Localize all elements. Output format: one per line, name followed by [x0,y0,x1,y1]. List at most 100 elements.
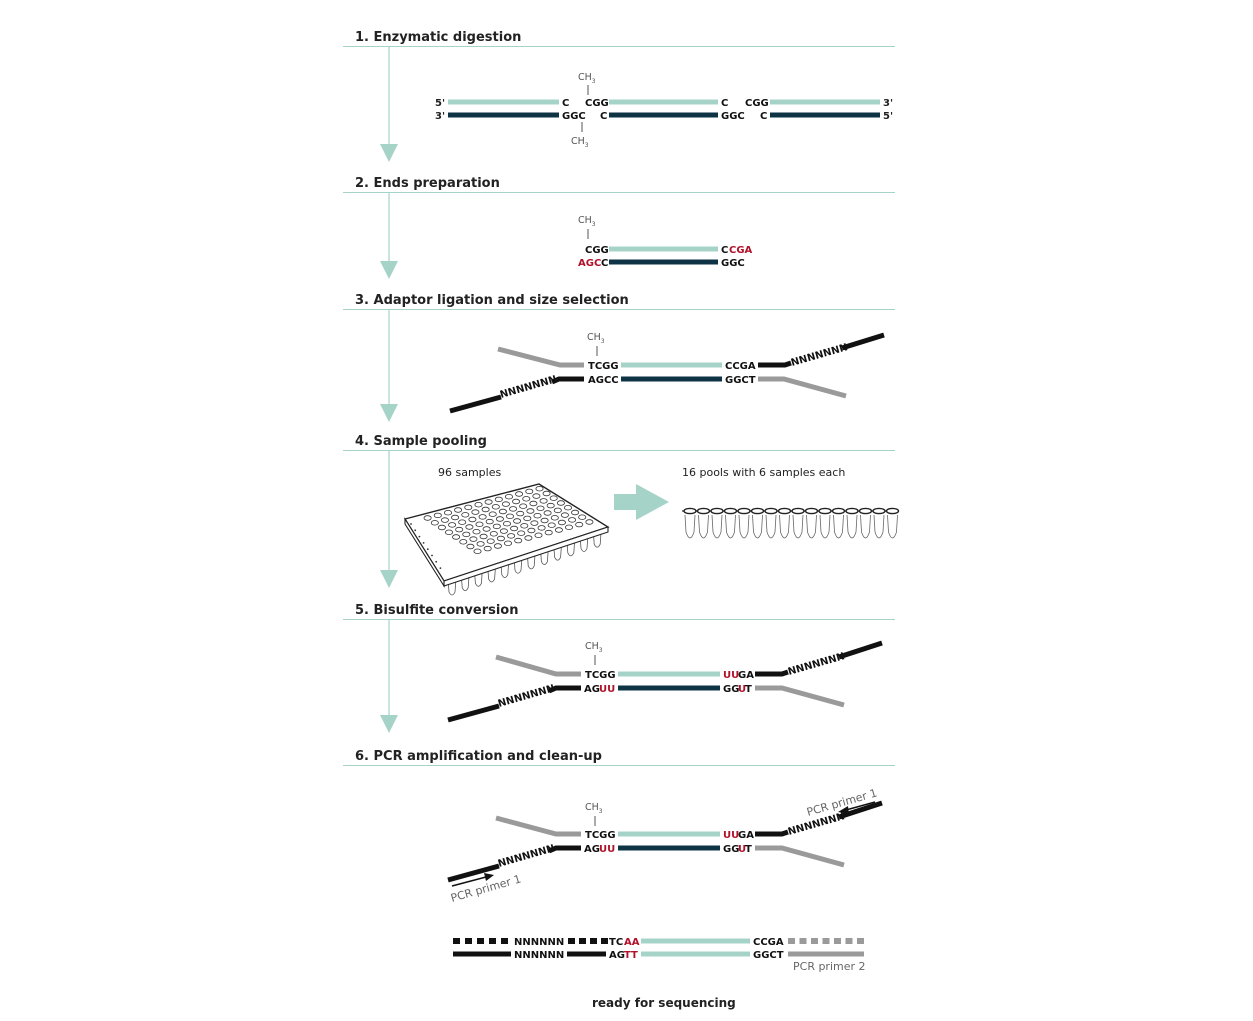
row-marker [431,554,433,557]
plate-well [484,499,493,505]
plate-well [444,529,453,535]
step-title: 6. PCR amplification and clean-up [355,749,602,764]
adaptor-black [838,640,883,660]
pool-tube-cap [818,507,832,515]
plate-well [585,519,594,525]
primer-arrow-line [845,801,876,811]
plate-well [549,495,558,501]
pool-tube-cap [710,507,724,515]
index-sequence: NNNNNN [514,950,564,961]
ready-for-sequencing-label: ready for sequencing [592,996,736,1010]
plate-well [498,508,507,515]
library-dash-gray [845,938,853,944]
pool-tube-cap [804,507,819,515]
plate-well [437,524,446,531]
plate-well [526,508,535,514]
adaptor-black [841,332,885,351]
plate-well [454,507,463,513]
pool-tube [860,514,871,539]
row-marker [435,560,438,563]
plate-well [459,539,468,545]
base-label-converted: UU [723,830,739,841]
row-marker [410,523,412,525]
plate-well [486,538,495,544]
library-dashes [453,938,864,944]
base-label: GG [723,844,739,855]
base-label-converted: TT [624,950,638,961]
plate-well [448,522,457,528]
index-sequence: NNNNNNN [790,342,849,369]
base-label: AG [609,950,625,961]
adaptor-black [548,685,581,694]
plate-well [469,536,478,542]
plate-well [554,527,563,533]
pool-tube [833,514,844,539]
adaptor-black [548,845,581,854]
base-label: GGCT [753,950,784,961]
index-sequence: NNNNNNN [497,683,556,710]
base-label: AG [584,684,600,695]
flow-arrow-head [380,570,398,588]
plate-well [571,509,580,516]
plate-well [493,543,502,549]
plate-well [465,524,474,530]
step-3-figure: NNNNNNN NNNNNNN CH3 TCGG AGCC CCGA GGCT [449,332,885,414]
step-5-figure: NNNNNNN NNNNNNN CH3 TCGG AG UU UU GA GG … [447,640,883,723]
library-dash-black [477,938,484,944]
pool-tube-cap [831,507,846,515]
plate-well [443,510,452,516]
plate-well [483,545,492,552]
pool-tube-cap [858,507,873,515]
pool-tube [806,514,817,539]
library-dash-gray [822,938,830,944]
pool-tube-cap [764,507,778,515]
plate-well [516,510,525,517]
plate-well [568,517,577,523]
adaptor-black [758,360,792,368]
base-label: GGC [721,111,745,122]
pool-tube-cap [683,507,697,515]
base-label: CGG [585,98,609,109]
base-label: GGCT [725,375,756,386]
plate-well [578,514,587,520]
plate-well [522,496,531,502]
index-sequence: NNNNNNN [787,651,846,678]
pool-tube [779,514,790,539]
plate-side-edge [404,517,445,588]
plate-caption: 96 samples [438,466,501,479]
pool-tube-cap [777,507,792,515]
pool-tube-cap [696,507,711,515]
plate-well [547,522,556,528]
adaptor-black [447,863,500,883]
plate-well [527,527,536,534]
tube-strip [682,507,900,539]
step-6-figure: NNNNNNN NNNNNNN CH3 TCGG AG UU UU GA GG … [447,786,883,1010]
plate-well [514,537,523,544]
base-label-converted: UU [599,844,615,855]
library-dash-black [465,938,472,944]
plate-well [501,501,510,507]
plate-well [479,533,488,540]
pool-tube [711,514,723,539]
library-dash-black [590,938,597,944]
base-label-converted: AGC [578,258,601,269]
plate-well [510,525,519,532]
plate-well [512,498,521,505]
methyl-label: CH3 [587,332,605,345]
plate-well [513,518,522,524]
step-title: 5. Bisulfite conversion [355,603,519,618]
methyl-label: CH3 [578,215,596,228]
step-title: 1. Enzymatic digestion [355,30,521,45]
library-dash-black [568,938,575,944]
plate-well [491,504,500,510]
adaptor-gray [495,815,581,837]
plate-well [474,502,483,508]
pool-tube [684,514,696,539]
base-label: GGC [562,111,586,122]
library-dash-gray [857,938,864,944]
plate-wells [410,486,594,569]
five-prime-label: 5' [883,111,893,122]
pool-tube [698,514,709,539]
plate-well [544,529,553,536]
adaptor-gray [497,346,584,368]
